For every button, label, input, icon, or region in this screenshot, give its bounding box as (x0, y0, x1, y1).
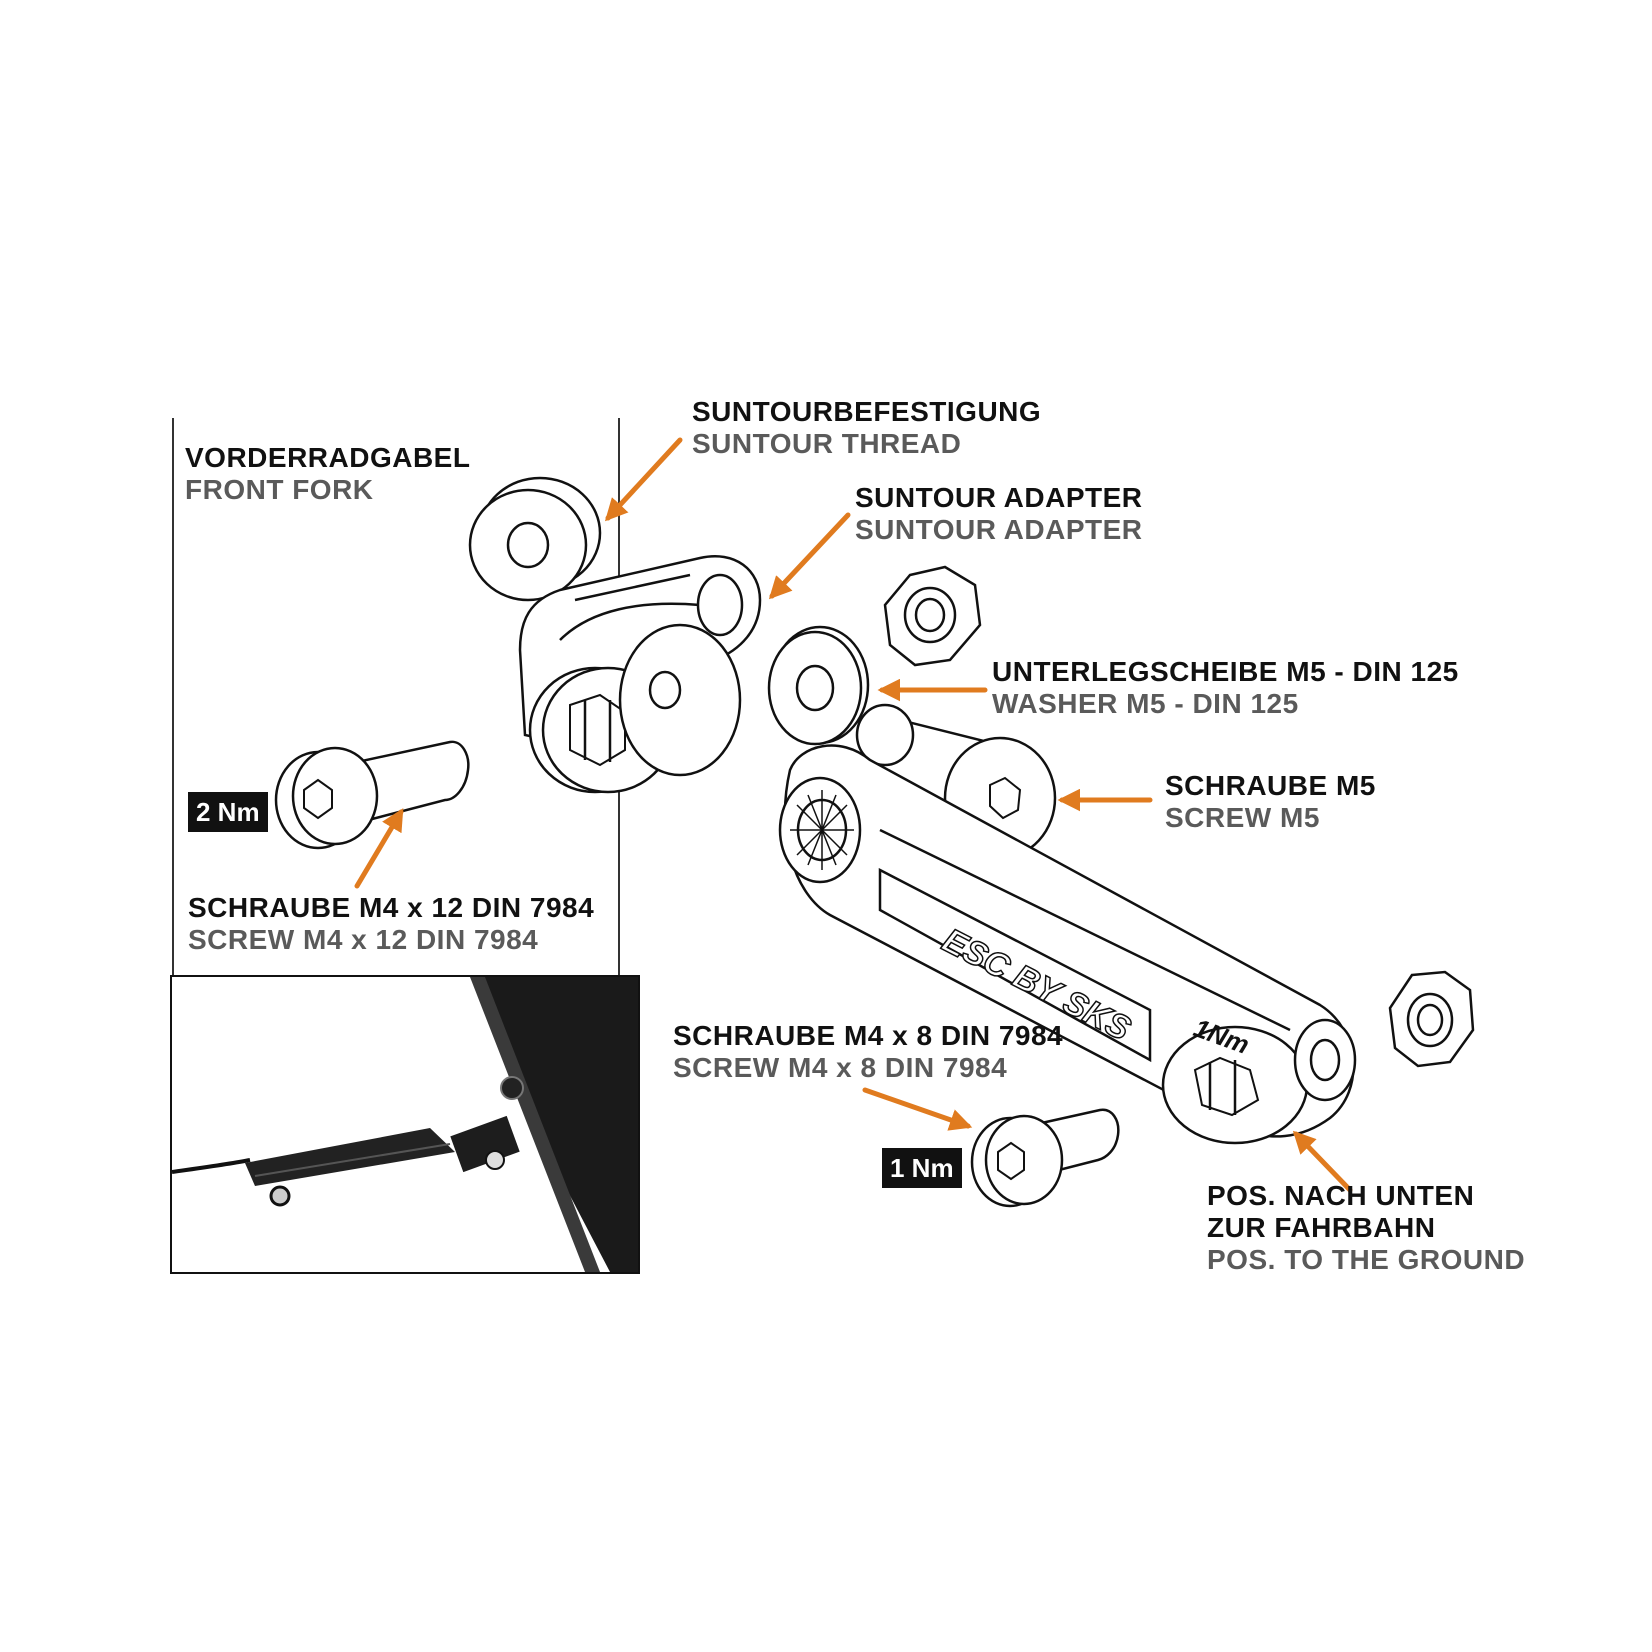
screw-m4x12-part (274, 740, 470, 850)
suntour-adapter-part (518, 555, 762, 794)
leader-arrows (354, 437, 1353, 1193)
label-front-fork-de: VORDERRADGABEL (185, 442, 471, 473)
label-screw-m5-en: SCREW M5 (1165, 802, 1320, 833)
label-screw-m5-de: SCHRAUBE M5 (1165, 770, 1376, 801)
label-suntour-thread: SUNTOURBEFESTIGUNG SUNTOUR THREAD (692, 396, 1041, 460)
label-washer-de: UNTERLEGSCHEIBE M5 - DIN 125 (992, 656, 1459, 687)
label-screw-m4x8-de: SCHRAUBE M4 x 8 DIN 7984 (673, 1020, 1064, 1051)
arrow-screw-m4x8 (862, 1087, 973, 1131)
label-position-de2: ZUR FAHRBAHN (1207, 1212, 1436, 1243)
label-front-fork-en: FRONT FORK (185, 474, 374, 505)
torque-badge-1nm: 1 Nm (882, 1148, 962, 1188)
arrow-suntour-thread (604, 437, 683, 522)
label-suntour-adapter-en: SUNTOUR ADAPTER (855, 514, 1143, 545)
label-suntour-thread-de: SUNTOURBEFESTIGUNG (692, 396, 1042, 427)
screw-m4x8-part (970, 1108, 1120, 1208)
nut-m4-right-part (1388, 970, 1475, 1068)
light-bracket-part (778, 744, 1357, 1145)
label-screw-m4x8-en: SCREW M4 x 8 DIN 7984 (673, 1052, 1008, 1083)
label-washer: UNTERLEGSCHEIBE M5 - DIN 125 WASHER M5 -… (992, 656, 1459, 720)
label-screw-m5: SCHRAUBE M5 SCREW M5 (1165, 770, 1376, 834)
arrow-suntour-adapter (768, 512, 851, 600)
label-position-de1: POS. NACH UNTEN (1207, 1180, 1475, 1211)
suntour-thread-washer (468, 476, 602, 602)
label-front-fork: VORDERRADGABEL FRONT FORK (185, 442, 470, 506)
label-screw-m4x12: SCHRAUBE M4 x 12 DIN 7984 SCREW M4 x 12 … (188, 892, 594, 956)
torque-badge-2nm: 2 Nm (188, 792, 268, 832)
nut-m5-top-part (883, 565, 982, 667)
label-position-en: POS. TO THE GROUND (1207, 1244, 1526, 1275)
label-washer-en: WASHER M5 - DIN 125 (992, 688, 1299, 719)
label-screw-m4x12-en: SCREW M4 x 12 DIN 7984 (188, 924, 539, 955)
washer-m5-part (767, 625, 870, 746)
label-suntour-adapter-de: SUNTOUR ADAPTER (855, 482, 1143, 513)
label-screw-m4x8: SCHRAUBE M4 x 8 DIN 7984 SCREW M4 x 8 DI… (673, 1020, 1063, 1084)
label-suntour-thread-en: SUNTOUR THREAD (692, 428, 962, 459)
label-position: POS. NACH UNTEN ZUR FAHRBAHN POS. TO THE… (1207, 1180, 1525, 1276)
label-suntour-adapter: SUNTOUR ADAPTER SUNTOUR ADAPTER (855, 482, 1143, 546)
label-screw-m4x12-de: SCHRAUBE M4 x 12 DIN 7984 (188, 892, 595, 923)
arrow-screw-m4x12 (354, 808, 404, 889)
installed-photo-inset (170, 975, 640, 1274)
arrow-position (1292, 1130, 1353, 1193)
